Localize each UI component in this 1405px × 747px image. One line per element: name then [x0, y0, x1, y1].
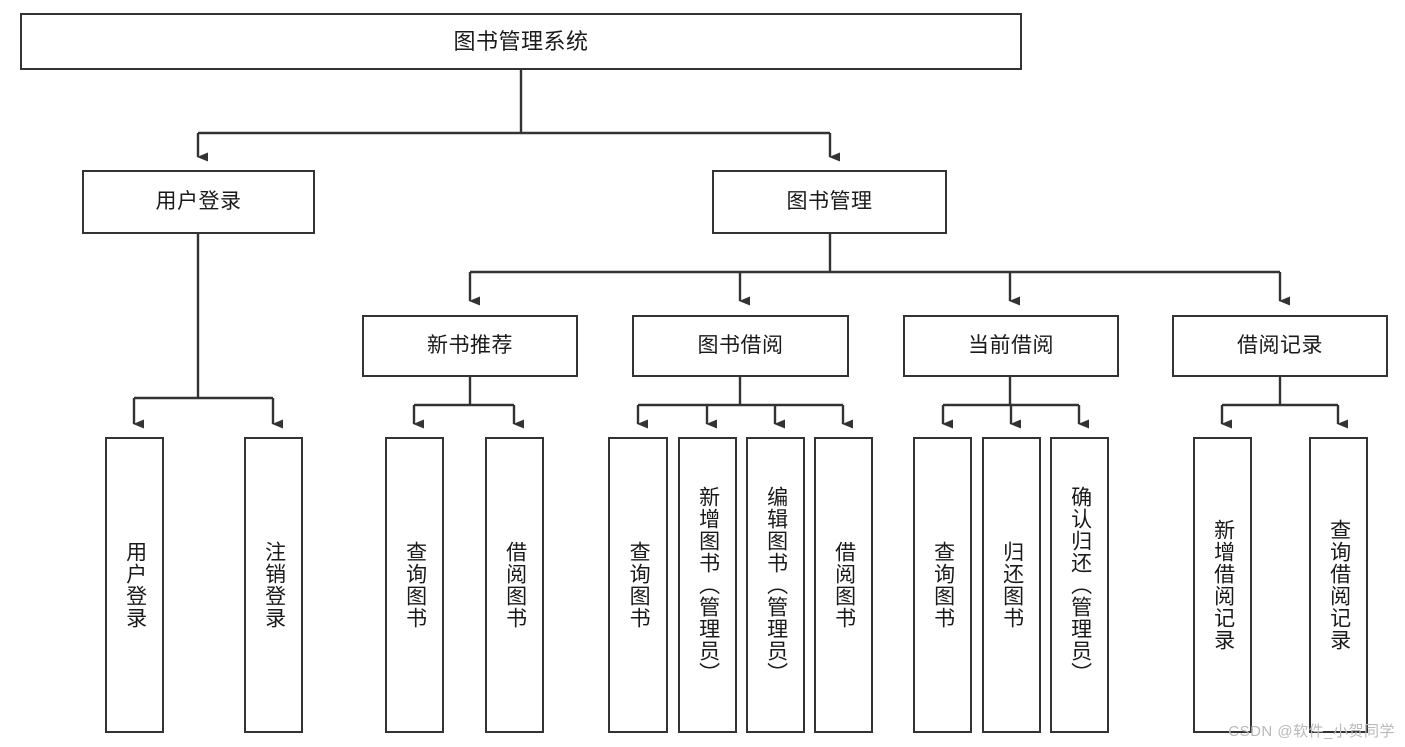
leaf-borrow-borrow-book[interactable]: 借阅图书	[814, 437, 873, 733]
node-current-borrow[interactable]: 当前借阅	[903, 315, 1119, 377]
node-label: 用户登录	[155, 189, 242, 213]
node-label: 归还图书	[1000, 541, 1024, 629]
leaf-current-confirm-return-admin[interactable]: 确认归还（管理员）	[1050, 437, 1109, 733]
node-user-login[interactable]: 用户登录	[82, 170, 315, 234]
node-new-book-recommend[interactable]: 新书推荐	[362, 315, 578, 377]
leaf-recommend-borrow-book[interactable]: 借阅图书	[485, 437, 544, 733]
node-label: 借阅图书	[503, 541, 527, 629]
leaf-current-return-book[interactable]: 归还图书	[982, 437, 1041, 733]
leaf-user-login-login[interactable]: 用户登录	[105, 437, 164, 733]
node-label: 查询图书	[403, 541, 427, 629]
leaf-record-add-record[interactable]: 新增借阅记录	[1193, 437, 1252, 733]
node-label: 编辑图书（管理员）	[764, 486, 788, 684]
leaf-current-query-book[interactable]: 查询图书	[913, 437, 972, 733]
node-book-borrow[interactable]: 图书借阅	[632, 315, 849, 377]
node-label: 借阅图书	[832, 541, 856, 629]
leaf-borrow-add-book-admin[interactable]: 新增图书（管理员）	[678, 437, 737, 733]
node-book-management-system[interactable]: 图书管理系统	[20, 13, 1022, 70]
csdn-watermark: CSDN @软件_小贺同学	[1228, 723, 1395, 740]
node-label: 查询图书	[931, 541, 955, 629]
node-label: 借阅记录	[1237, 333, 1323, 357]
node-label: 图书管理	[786, 189, 873, 213]
node-borrow-record[interactable]: 借阅记录	[1172, 315, 1388, 377]
node-label: 当前借阅	[968, 333, 1054, 357]
node-label: 注销登录	[262, 541, 286, 629]
node-label: 新增图书（管理员）	[696, 486, 720, 684]
node-label: 用户登录	[123, 541, 147, 629]
node-label: 查询图书	[627, 541, 651, 629]
node-label: 图书管理系统	[453, 28, 589, 54]
node-label: 确认归还（管理员）	[1068, 486, 1092, 684]
leaf-recommend-query-book[interactable]: 查询图书	[385, 437, 444, 733]
node-book-management[interactable]: 图书管理	[712, 170, 947, 234]
node-label: 图书借阅	[697, 333, 784, 357]
node-label: 新增借阅记录	[1211, 519, 1235, 651]
leaf-borrow-query-book[interactable]: 查询图书	[608, 437, 668, 733]
leaf-record-query-record[interactable]: 查询借阅记录	[1309, 437, 1368, 733]
leaf-user-login-logout[interactable]: 注销登录	[244, 437, 303, 733]
node-label: 新书推荐	[427, 333, 513, 357]
node-label: 查询借阅记录	[1327, 519, 1351, 651]
leaf-borrow-edit-book-admin[interactable]: 编辑图书（管理员）	[746, 437, 805, 733]
